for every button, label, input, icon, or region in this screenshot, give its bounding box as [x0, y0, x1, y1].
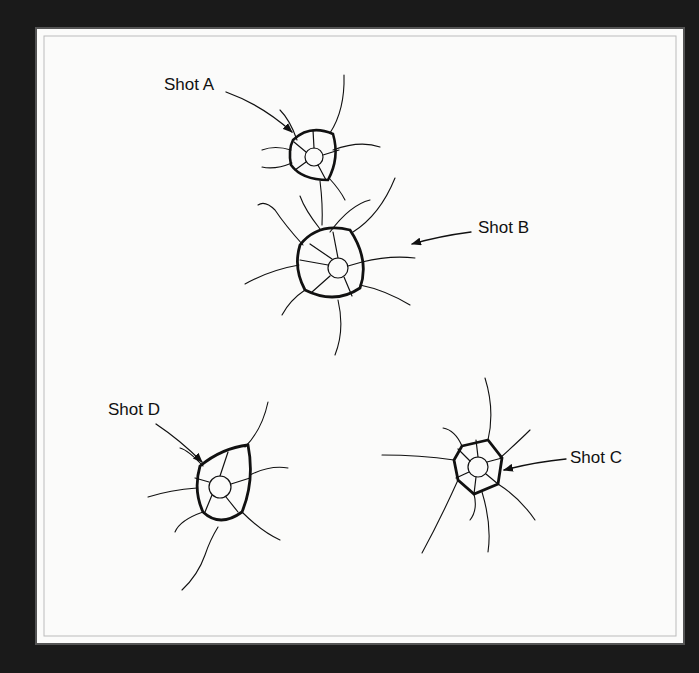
bullet-hole [245, 178, 415, 355]
callout-label: Shot B [476, 218, 531, 238]
glass-pane [36, 28, 684, 644]
leader-arrow [504, 459, 566, 470]
callout-label: Shot C [568, 448, 624, 468]
leader-arrow [412, 232, 471, 244]
bullet-hole [382, 378, 535, 553]
callout-label: Shot D [106, 400, 162, 420]
callout-label: Shot A [162, 75, 216, 95]
bullet-hole [148, 402, 288, 590]
leader-arrow [156, 424, 202, 462]
leader-arrow [226, 92, 292, 132]
